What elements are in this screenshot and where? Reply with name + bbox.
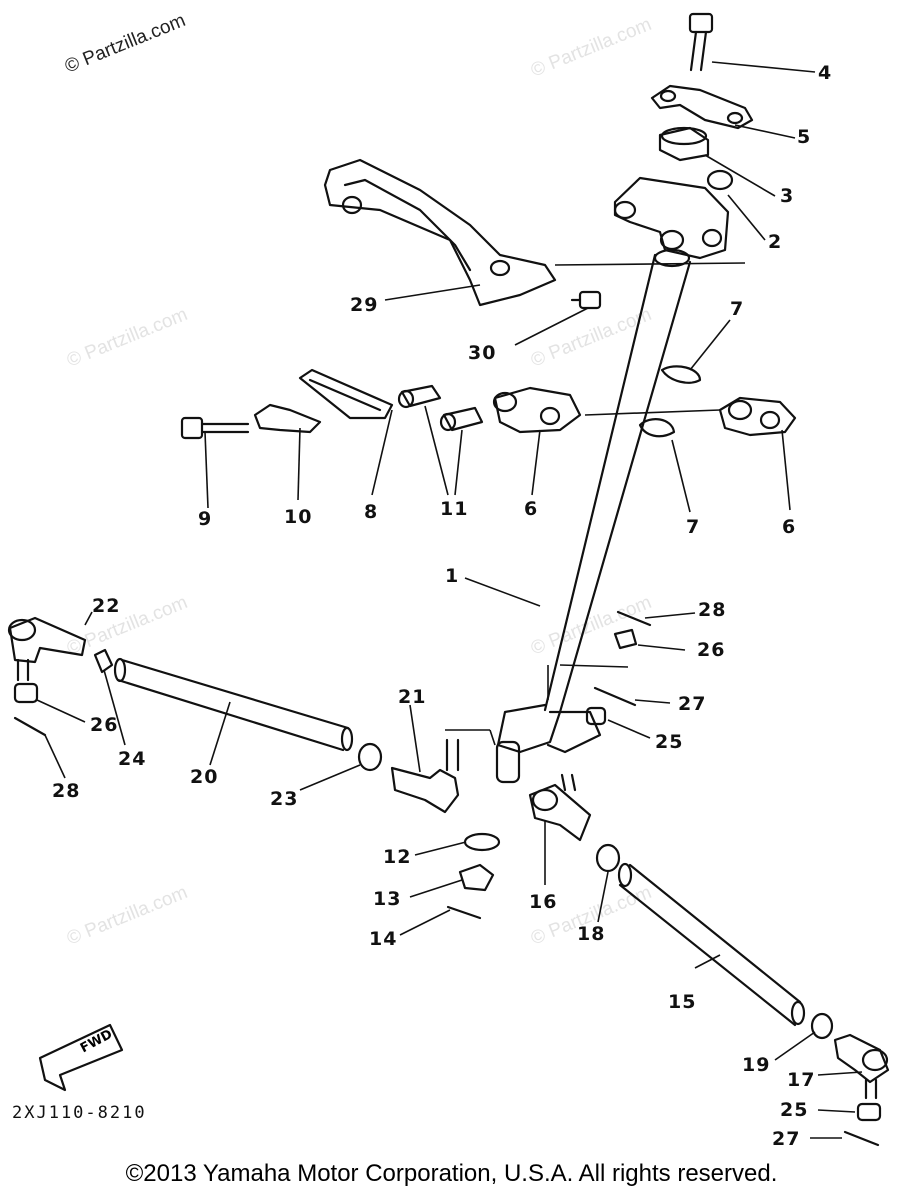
cotter-pin-part xyxy=(13,716,47,737)
part-label: 24 xyxy=(118,748,147,770)
spring-washer-part xyxy=(638,418,676,438)
part-label: 12 xyxy=(383,846,412,868)
fwd-arrow-icon xyxy=(38,1023,124,1092)
lower-holder-part xyxy=(492,386,582,434)
nut-part xyxy=(613,628,638,650)
collar-part xyxy=(658,126,710,162)
cable-guide-part xyxy=(308,378,382,412)
nut-part xyxy=(93,648,114,674)
part-label: 27 xyxy=(678,693,707,715)
rod-end-part xyxy=(528,773,592,842)
small-bolt-part xyxy=(570,290,602,310)
bolt-part xyxy=(688,12,714,72)
part-label: 8 xyxy=(364,501,379,523)
cotter-pin-part xyxy=(843,1130,880,1147)
part-label: 19 xyxy=(742,1054,771,1076)
part-label: 11 xyxy=(440,498,469,520)
part-label: 26 xyxy=(90,714,119,736)
part-label: 6 xyxy=(524,498,539,520)
cotter-pin-part xyxy=(616,610,652,627)
nut-part xyxy=(856,1102,882,1122)
part-label: 26 xyxy=(697,639,726,661)
part-label: 21 xyxy=(398,686,427,708)
part-label: 22 xyxy=(92,595,121,617)
part-label: 10 xyxy=(284,506,313,528)
nut-part xyxy=(595,843,621,873)
lower-holder-part xyxy=(718,396,797,437)
nut-part xyxy=(585,706,607,726)
nut-part xyxy=(13,682,39,704)
leader-lines xyxy=(36,61,863,1139)
part-label: 1 xyxy=(445,565,460,587)
part-label: 2 xyxy=(768,231,783,253)
part-label: 6 xyxy=(782,516,797,538)
part-label: 16 xyxy=(529,891,558,913)
part-label: 15 xyxy=(668,991,697,1013)
cotter-pin-part xyxy=(593,686,637,707)
bracket-part xyxy=(323,158,557,307)
part-label: 4 xyxy=(818,62,833,84)
washer-part xyxy=(463,832,501,852)
part-label: 20 xyxy=(190,766,219,788)
part-label: 23 xyxy=(270,788,299,810)
bushing-part xyxy=(397,384,484,432)
part-label: 30 xyxy=(468,342,497,364)
plate-part xyxy=(650,84,754,130)
tie-rod-part xyxy=(617,862,806,1027)
rod-end-part xyxy=(7,616,87,682)
steering-column-part xyxy=(495,248,692,784)
part-label: 5 xyxy=(797,126,812,148)
part-label: 28 xyxy=(698,599,727,621)
part-label: 7 xyxy=(730,298,745,320)
part-label: 3 xyxy=(780,185,795,207)
long-bolt-part xyxy=(180,416,250,440)
cap-part xyxy=(706,169,734,191)
diagram-code: 2XJ110-8210 xyxy=(12,1103,147,1123)
copyright-notice: ©2013 Yamaha Motor Corporation, U.S.A. A… xyxy=(125,1160,778,1187)
nut-part xyxy=(357,742,383,772)
part-label: 27 xyxy=(772,1128,801,1150)
part-label: 13 xyxy=(373,888,402,910)
rod-end-part xyxy=(390,738,460,814)
tie-rod-part xyxy=(113,657,354,752)
clamp-part xyxy=(253,403,322,434)
cotter-pin-part xyxy=(446,905,482,920)
part-label: 18 xyxy=(577,923,606,945)
part-label: 25 xyxy=(655,731,684,753)
spring-washer-part xyxy=(660,365,702,384)
part-label: 14 xyxy=(369,928,398,950)
part-label: 7 xyxy=(686,516,701,538)
nut-part xyxy=(458,863,495,892)
part-label: 9 xyxy=(198,508,213,530)
part-label: 28 xyxy=(52,780,81,802)
part-label: 17 xyxy=(787,1069,816,1091)
upper-holder-part xyxy=(613,176,730,260)
cable-guide-part xyxy=(298,368,394,420)
part-label: 29 xyxy=(350,294,379,316)
nut-part xyxy=(810,1012,834,1040)
part-label: 25 xyxy=(780,1099,809,1121)
rod-end-part xyxy=(833,1033,890,1100)
